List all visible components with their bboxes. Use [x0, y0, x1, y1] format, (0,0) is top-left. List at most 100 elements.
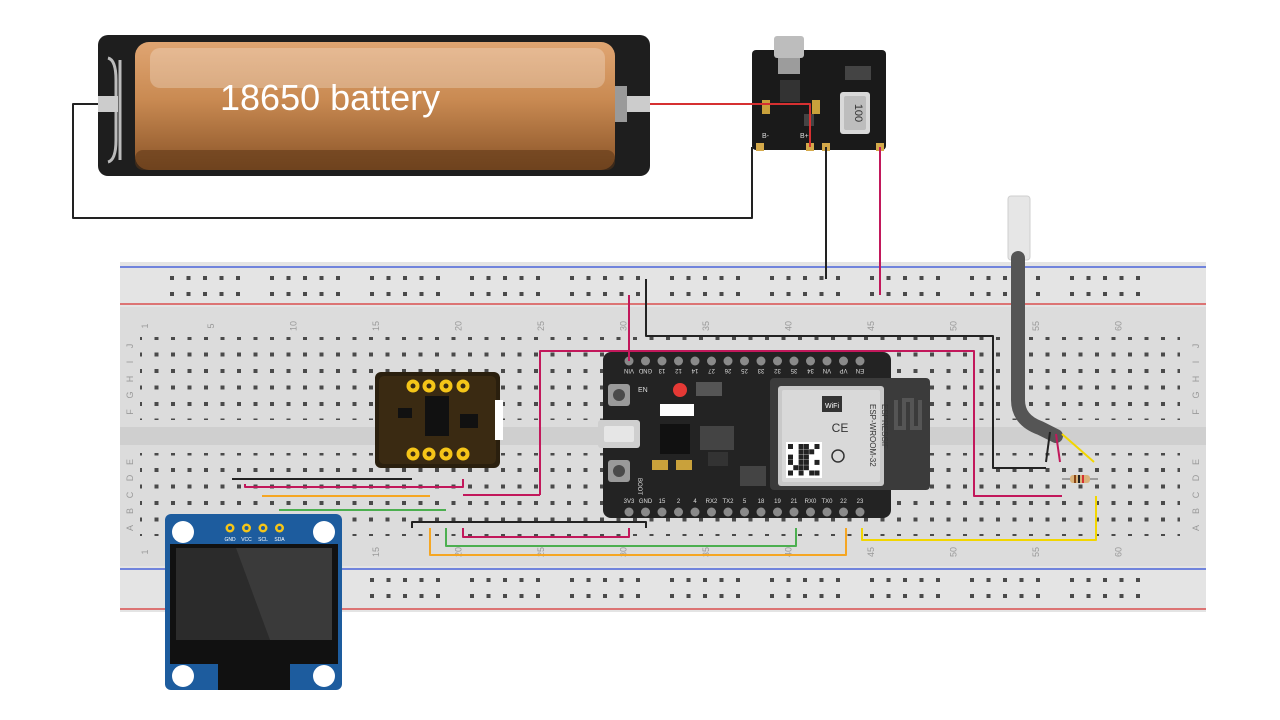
rail-hole	[703, 578, 707, 582]
probe-wire-yellow	[1061, 433, 1095, 463]
boot-button-cap[interactable]	[613, 465, 625, 477]
rail-hole	[770, 578, 774, 582]
rail-hole	[319, 292, 324, 296]
rail-hole	[536, 578, 540, 582]
rail-hole	[736, 594, 740, 598]
battery-cell	[135, 42, 615, 170]
qr-module	[793, 465, 799, 471]
esp32-pin	[839, 507, 848, 517]
rail-hole	[936, 292, 940, 296]
row-letter: B	[125, 508, 135, 514]
resistor-band-1	[1074, 475, 1076, 483]
qr-module	[814, 459, 820, 465]
column-number: 10	[289, 321, 299, 331]
battery-shine	[150, 48, 605, 88]
rail-hole	[419, 292, 424, 296]
rail-hole	[1086, 594, 1091, 598]
rail-hole	[1086, 276, 1091, 280]
esp32-pin	[822, 507, 832, 517]
esp32-board: ESPRESSIF ESP-WROOM-32 WiFi CE EN BOOT V…	[598, 352, 930, 518]
rail-hole	[1119, 292, 1124, 296]
rail-hole	[1003, 276, 1007, 280]
esp32-pin-label: RX2	[706, 499, 718, 505]
charger-diode	[845, 66, 871, 80]
rail-hole	[836, 594, 840, 598]
wire-battery-positive	[650, 103, 811, 147]
wire-data-probe	[861, 496, 1097, 541]
rail-hole	[870, 578, 874, 582]
rail-hole	[986, 292, 991, 296]
column-number: 60	[1114, 547, 1124, 557]
rail-hole	[586, 276, 591, 280]
sensor-smd-2	[460, 414, 478, 428]
esp32-pin	[773, 356, 782, 366]
rail-hole	[686, 594, 691, 598]
column-number: 25	[536, 547, 546, 557]
battery-label: 18650 battery	[220, 77, 440, 118]
ce-mark: CE	[832, 421, 849, 435]
qr-module	[798, 470, 804, 476]
esp32-pin	[657, 507, 667, 517]
esp32-pin-label: 4	[693, 499, 697, 505]
rail-hole	[586, 292, 591, 296]
row-letter: E	[125, 459, 135, 465]
rail-hole	[503, 578, 507, 582]
row-letter: E	[1191, 459, 1201, 465]
qr-module	[788, 444, 793, 449]
rail-hole	[419, 594, 424, 598]
row-letter: G	[1191, 391, 1201, 398]
probe-wire-black	[1045, 431, 1051, 463]
rail-hole	[619, 292, 624, 296]
rail-hole	[419, 578, 424, 582]
esp32-pin-label: 23	[857, 499, 864, 505]
rail-hole	[719, 594, 724, 598]
rail-hole	[1003, 578, 1007, 582]
inductor-marking: 100	[852, 104, 864, 122]
esp32-pin-label: TX0	[821, 499, 833, 505]
rail-hole	[1119, 276, 1124, 280]
rail-hole	[570, 292, 574, 296]
rail-hole	[903, 578, 907, 582]
charger-smd-2	[812, 100, 820, 114]
rail-hole	[870, 292, 874, 296]
rail-hole	[1019, 594, 1024, 598]
rail-hole	[219, 292, 224, 296]
rail-hole	[919, 276, 924, 280]
esp32-pin	[723, 507, 733, 517]
esp32-pin-label: 19	[774, 499, 781, 505]
wifi-mark-icon	[831, 449, 845, 463]
rail-hole	[1103, 594, 1107, 598]
esp32-pin-label: RX0	[805, 499, 817, 505]
sensor-clip	[495, 400, 503, 440]
rail-hole	[1036, 594, 1040, 598]
rail-hole	[386, 578, 391, 582]
esp32-pin	[789, 356, 799, 366]
rail-hole	[519, 276, 524, 280]
rail-hole	[503, 276, 507, 280]
sensor-pad-bottom-hole	[460, 451, 466, 457]
esp32-pin	[707, 356, 716, 366]
top-power-rail	[120, 262, 1206, 307]
oled-pin-hole	[228, 526, 232, 530]
column-number: 25	[536, 321, 546, 331]
oled-pin-label: SDA	[274, 537, 285, 543]
rail-hole	[1003, 594, 1007, 598]
wire-gnd-probe	[645, 279, 1046, 469]
rail-hole	[519, 578, 524, 582]
power-led	[673, 383, 687, 397]
rail-hole	[819, 578, 824, 582]
oled-pin-label: VCC	[241, 537, 252, 543]
esp32-pin	[690, 507, 700, 517]
rail-hole	[1070, 578, 1074, 582]
rail-hole	[236, 292, 240, 296]
charger-smd-1	[762, 100, 770, 114]
row-letter: A	[125, 525, 135, 531]
esp32-pin-label: 21	[791, 499, 798, 505]
column-number: 40	[784, 547, 794, 557]
rail-hole	[619, 594, 624, 598]
smd-block-2	[740, 466, 766, 486]
en-button-cap[interactable]	[613, 389, 625, 401]
column-number: 35	[701, 321, 711, 331]
rail-hole	[819, 594, 824, 598]
